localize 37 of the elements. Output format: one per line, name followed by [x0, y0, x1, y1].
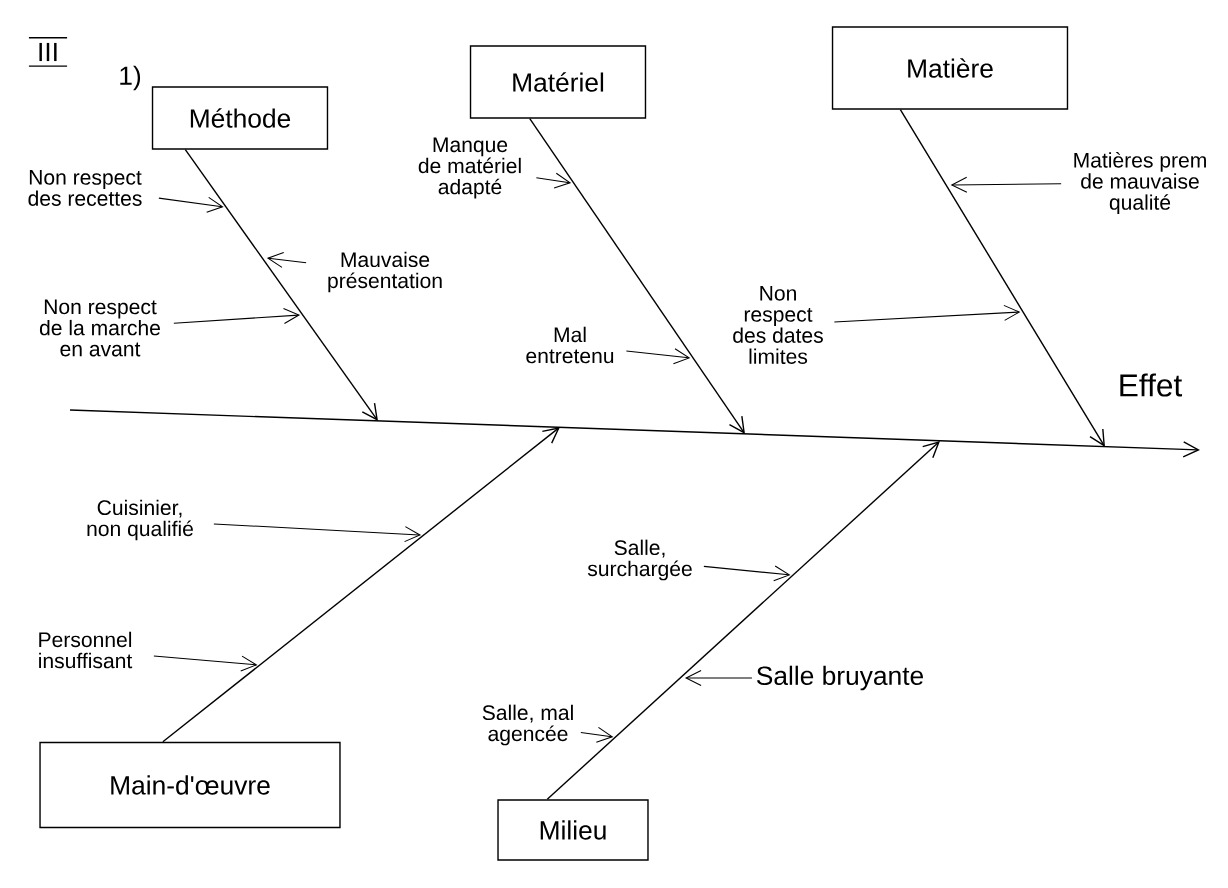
cause-text: Cuisinier, non qualifié [87, 499, 193, 541]
cause-text: Personnel insuffisant [39, 631, 133, 669]
cause-text: Non respect de la marche en avant [39, 299, 160, 357]
cause-text: Mauvaise présentation [328, 251, 442, 293]
cause-arrow [703, 565, 791, 582]
category-box: Milieu [497, 799, 649, 861]
cause-text: Mal entretenu [526, 326, 614, 364]
cause-arrow [213, 523, 422, 543]
category-box: Méthode [151, 86, 329, 150]
category-box: Matière [831, 26, 1069, 110]
bone-arrow [162, 427, 560, 743]
cause-arrow [950, 176, 1062, 193]
cause-text: Matières prem de mauvaise qualité [1074, 151, 1206, 215]
cause-text: Salle bruyante [756, 665, 923, 691]
bone-arrow [529, 118, 745, 434]
cause-arrow [535, 172, 572, 189]
item-number: 1) [120, 65, 141, 91]
cause-text: Salle, mal agencée [482, 704, 573, 746]
cause-text: Non respect des recettes [28, 170, 142, 206]
bone-arrow [899, 109, 1105, 447]
cause-arrow [153, 655, 258, 672]
bone-arrow [184, 149, 378, 421]
cause-text: Non respect des dates limites [733, 286, 823, 364]
cause-text: Manque de matériel adapté [418, 137, 521, 199]
cause-arrow [684, 669, 753, 686]
bone-arrow [546, 441, 940, 800]
cause-arrow [173, 308, 301, 325]
cause-arrow [833, 304, 1021, 323]
cause-arrow [625, 348, 691, 365]
cause-text: Salle, surchargée [587, 539, 692, 581]
effect-label: Effet [1120, 373, 1183, 397]
section-number: III [28, 37, 68, 67]
cause-arrow [580, 726, 614, 743]
category-box: Main-d'œuvre [39, 741, 341, 829]
cause-arrow [158, 196, 224, 213]
cause-arrow [266, 251, 307, 268]
category-box: Matériel [469, 45, 647, 119]
